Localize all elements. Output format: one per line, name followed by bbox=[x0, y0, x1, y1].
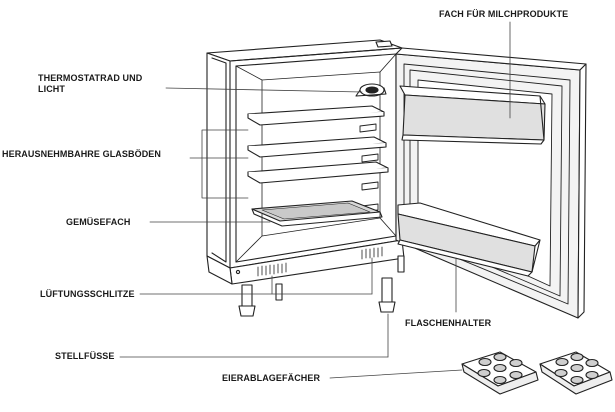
leader-egg bbox=[329, 369, 463, 379]
label-bottle-holder: FLASCHENHALTER bbox=[405, 318, 492, 328]
egg-tray-left bbox=[461, 351, 539, 395]
adjustable-feet bbox=[238, 255, 405, 317]
leader-thermostat bbox=[165, 87, 363, 93]
ventilation-grille-left bbox=[257, 262, 287, 277]
leader-lines bbox=[119, 21, 511, 379]
label-thermostat: THERMOSTATRAD UND LICHT bbox=[38, 73, 143, 94]
label-glass-shelves: HERAUSNEHMBAHRE GLASBÖDEN bbox=[2, 149, 162, 159]
dairy-compartment bbox=[399, 85, 546, 145]
glass-shelves bbox=[247, 105, 389, 184]
vegetable-drawer bbox=[251, 200, 383, 227]
cabinet-body bbox=[206, 39, 405, 285]
label-egg-trays: EIERABLAGEFÄCHER bbox=[222, 373, 321, 383]
thermostat-dial bbox=[355, 83, 387, 97]
ventilation-grille-right bbox=[361, 246, 383, 260]
egg-tray-right bbox=[539, 351, 613, 395]
label-dairy-compartment: FACH FÜR MILCHPRODUKTE bbox=[439, 9, 569, 19]
label-ventilation: LÜFTUNGSSCHLITZE bbox=[40, 289, 135, 299]
label-vegetable-drawer: GEMÜSEFACH bbox=[66, 217, 131, 227]
label-feet: STELLFÜSSE bbox=[55, 351, 115, 361]
fridge-door bbox=[395, 47, 587, 319]
bottle-holder bbox=[397, 202, 541, 277]
leader-shelves bbox=[189, 129, 249, 199]
